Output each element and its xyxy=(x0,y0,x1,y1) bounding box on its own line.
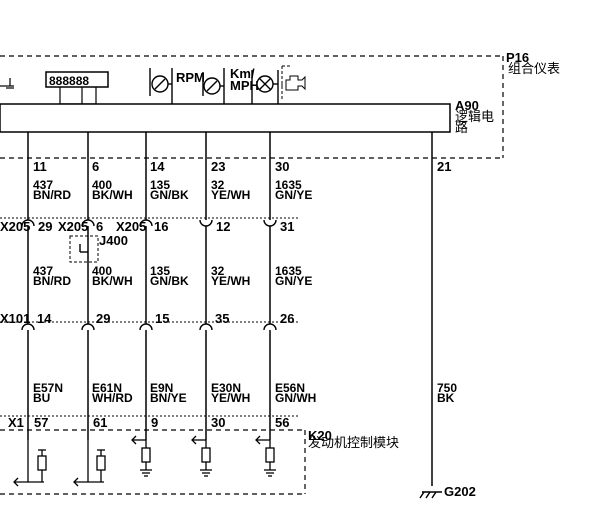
pin-top-ground: 21 xyxy=(437,159,451,174)
wire-bot-5: E56N xyxy=(275,381,305,395)
wire-mid-1: 437 xyxy=(33,264,53,278)
j400-splice xyxy=(69,235,99,263)
ecm-id: K20 xyxy=(308,428,332,443)
x205-pin-5: 31 xyxy=(280,219,294,234)
ground-symbol-icon xyxy=(0,78,14,89)
wire-bot-3: E9N xyxy=(150,381,173,395)
x205-label-3: X205 xyxy=(116,219,146,234)
x1-pin-3: 9 xyxy=(151,415,158,430)
wire-bot-2: E61N xyxy=(92,381,122,395)
x1-pin-5: 56 xyxy=(275,415,289,430)
icon-dash-frame xyxy=(281,65,290,100)
cluster-name: 组合仪表 xyxy=(508,62,560,77)
ground-g202-icon xyxy=(419,491,442,499)
cluster-enclosure xyxy=(0,55,504,159)
warning-lamp-icon xyxy=(251,70,279,104)
x101-label: X101 xyxy=(0,311,30,326)
color-mid-4: YE/WH xyxy=(211,274,250,288)
wire-mid-3: 135 xyxy=(150,264,170,278)
x101-pin-2: 29 xyxy=(96,311,110,326)
x205-pin-symbols xyxy=(21,219,277,227)
engine-icon xyxy=(281,75,306,91)
x101-pin-3: 15 xyxy=(155,311,169,326)
color-top-3: GN/BK xyxy=(150,188,189,202)
x101-pin-4: 35 xyxy=(215,311,229,326)
color-mid-2: BK/WH xyxy=(92,274,133,288)
pin-top-1: 11 xyxy=(33,159,47,174)
ecm-internal-circuits xyxy=(13,435,276,487)
x205-label-2: X205 xyxy=(58,219,88,234)
ground-wire-color: BK xyxy=(437,391,455,405)
color-top-1: BN/RD xyxy=(33,188,71,202)
x205-pin-1: 29 xyxy=(38,219,52,234)
x101-pin-1: 14 xyxy=(37,311,52,326)
mph-label: MPH xyxy=(230,78,259,93)
wire-mid-5: 1635 xyxy=(275,264,302,278)
wire-top-4: 32 xyxy=(211,178,225,192)
color-mid-1: BN/RD xyxy=(33,274,71,288)
wire-top-2: 400 xyxy=(92,178,112,192)
ground-id: G202 xyxy=(444,484,476,499)
pin-top-3: 14 xyxy=(150,159,165,174)
pin-top-4: 23 xyxy=(211,159,225,174)
km-label: Km/ xyxy=(230,66,255,81)
wires xyxy=(27,132,433,486)
x205-label-1: X205 xyxy=(0,219,30,234)
color-bot-2: WH/RD xyxy=(92,391,133,405)
speed-gauge-icon xyxy=(202,68,225,104)
color-mid-3: GN/BK xyxy=(150,274,189,288)
color-mid-5: GN/YE xyxy=(275,274,312,288)
color-top-5: GN/YE xyxy=(275,188,312,202)
x1-pin-4: 30 xyxy=(211,415,225,430)
color-top-4: YE/WH xyxy=(211,188,250,202)
j400-splice-dot xyxy=(79,244,88,253)
logic-circuit-bar xyxy=(0,103,451,133)
color-bot-5: GN/WH xyxy=(275,391,316,405)
color-bot-3: BN/YE xyxy=(150,391,187,405)
x205-pin-3: 16 xyxy=(154,219,168,234)
color-bot-4: YE/WH xyxy=(211,391,250,405)
wire-top-5: 1635 xyxy=(275,178,302,192)
logic-name-2: 路 xyxy=(455,120,468,136)
ground-wire-number: 750 xyxy=(437,381,457,395)
wire-bot-4: E30N xyxy=(211,381,241,395)
color-top-2: BK/WH xyxy=(92,188,133,202)
x101-pin-5: 26 xyxy=(280,311,294,326)
wire-mid-2: 400 xyxy=(92,264,112,278)
ecm-name: 发动机控制模块 xyxy=(308,435,399,451)
x1-pin-2: 61 xyxy=(93,415,107,430)
logic-id: A90 xyxy=(455,98,479,113)
logic-name-1: 逻辑电 xyxy=(455,110,494,125)
wire-mid-4: 32 xyxy=(211,264,225,278)
rpm-gauge-icon xyxy=(149,68,173,104)
x205-pin-2: 6 xyxy=(96,219,103,234)
wire-top-3: 135 xyxy=(150,178,170,192)
rpm-label: RPM xyxy=(176,70,205,85)
j400-label: J400 xyxy=(99,233,128,248)
x101-pin-symbols xyxy=(21,323,277,331)
digital-display: 888888 xyxy=(45,71,109,105)
cluster-id: P16 xyxy=(506,50,529,65)
wire-top-1: 437 xyxy=(33,178,53,192)
x1-pin-1: 57 xyxy=(34,415,48,430)
ecm-enclosure xyxy=(0,429,306,495)
x1-label: X1 xyxy=(8,415,24,430)
display-digits: 888888 xyxy=(49,74,89,88)
pin-top-5: 30 xyxy=(275,159,289,174)
wire-bot-1: E57N xyxy=(33,381,63,395)
color-bot-1: BU xyxy=(33,391,50,405)
pin-top-2: 6 xyxy=(92,159,99,174)
x205-pin-4: 12 xyxy=(216,219,230,234)
